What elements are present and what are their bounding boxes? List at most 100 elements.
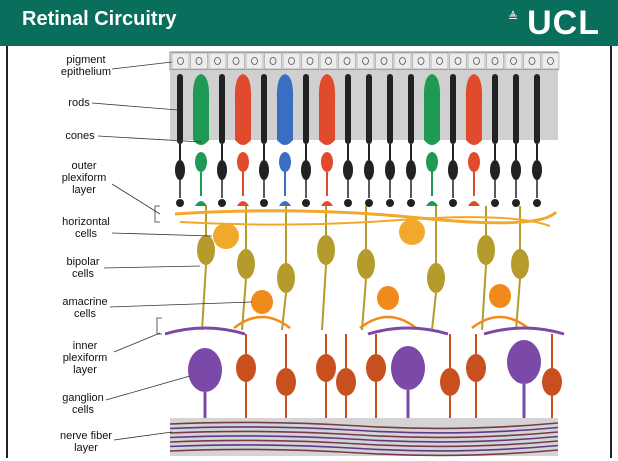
bipolar-axon <box>322 265 326 330</box>
bipolar-axon <box>362 279 366 330</box>
label-ganglion-cells: ganglion cells <box>56 392 110 416</box>
amacrine-soma <box>489 284 511 308</box>
label-amacrine-cells: amacrine cells <box>56 296 114 320</box>
pigment-cell <box>320 53 337 69</box>
rod-nucleus <box>490 160 500 180</box>
rod-terminal <box>512 199 520 207</box>
rod-outer-segment <box>513 74 519 144</box>
rod-nucleus <box>343 160 353 180</box>
pigment-cell <box>172 53 189 69</box>
label-outer-plexiform: outer plexiform layer <box>56 160 112 196</box>
ganglion-dendrites <box>165 328 245 334</box>
cone-nucleus <box>237 152 249 172</box>
rod-nucleus <box>532 160 542 180</box>
rod-outer-segment <box>303 74 309 144</box>
photoreceptor-band <box>170 70 558 140</box>
ganglion-dendrites <box>484 328 564 334</box>
cone-body <box>424 74 440 145</box>
bipolar-soma <box>277 263 295 293</box>
rod-nucleus <box>385 160 395 180</box>
pigment-cell <box>431 53 448 69</box>
rod-nucleus <box>175 160 185 180</box>
cone-pedicle <box>195 201 207 206</box>
label-bipolar-cells: bipolar cells <box>60 256 106 280</box>
rod-terminal <box>491 199 499 207</box>
ganglion-soma <box>507 340 541 384</box>
label-rods: rods <box>62 97 96 109</box>
horizontal-soma <box>213 223 239 249</box>
cone-pedicle <box>279 201 291 206</box>
bipolar-soma <box>427 263 445 293</box>
pigment-cell <box>505 53 522 69</box>
cone-pedicle <box>237 201 249 206</box>
rod-outer-segment <box>261 74 267 144</box>
label-pigment-epithelium: pigment epithelium <box>54 54 118 78</box>
ganglion-soma-small <box>366 354 386 382</box>
cone-pedicle <box>321 201 333 206</box>
bipolar-soma <box>237 249 255 279</box>
rod-nucleus <box>301 160 311 180</box>
rod-outer-segment <box>387 74 393 144</box>
amacrine-soma <box>377 286 399 310</box>
rod-terminal <box>533 199 541 207</box>
pigment-cell <box>357 53 374 69</box>
pigment-cell <box>450 53 467 69</box>
cone-nucleus <box>321 152 333 172</box>
rod-terminal <box>344 199 352 207</box>
cone-nucleus <box>279 152 291 172</box>
label-cones: cones <box>60 130 100 142</box>
rod-outer-segment <box>345 74 351 144</box>
pigment-cell <box>413 53 430 69</box>
cone-body <box>319 74 335 145</box>
cone-pedicle <box>426 201 438 206</box>
rod-terminal <box>449 199 457 207</box>
cone-body <box>466 74 482 145</box>
rod-outer-segment <box>492 74 498 144</box>
cone-nucleus <box>195 152 207 172</box>
cone-body <box>277 74 293 145</box>
bipolar-soma <box>197 235 215 265</box>
pigment-cell <box>339 53 356 69</box>
pigment-cell <box>394 53 411 69</box>
ganglion-soma-small <box>276 368 296 396</box>
cone-body <box>193 74 209 145</box>
ganglion-soma <box>391 346 425 390</box>
pigment-cell <box>191 53 208 69</box>
pigment-cell <box>376 53 393 69</box>
pigment-cell <box>265 53 282 69</box>
rod-terminal <box>302 199 310 207</box>
rod-nucleus <box>217 160 227 180</box>
amacrine-process <box>360 317 416 328</box>
ganglion-soma-small <box>466 354 486 382</box>
rod-terminal <box>176 199 184 207</box>
amacrine-process <box>472 317 528 328</box>
horizontal-soma <box>399 219 425 245</box>
pigment-cell <box>283 53 300 69</box>
rod-terminal <box>218 199 226 207</box>
cone-body <box>235 74 251 145</box>
bipolar-soma <box>357 249 375 279</box>
ganglion-soma-small <box>316 354 336 382</box>
rod-nucleus <box>259 160 269 180</box>
ganglion-soma-small <box>440 368 460 396</box>
pigment-cell <box>209 53 226 69</box>
bipolar-soma <box>477 235 495 265</box>
cone-nucleus <box>468 152 480 172</box>
ganglion-cells <box>165 328 564 420</box>
bipolar-soma <box>317 235 335 265</box>
ganglion-soma-small <box>336 368 356 396</box>
label-horizontal-cells: horizontal cells <box>54 216 118 240</box>
pigment-cell <box>524 53 541 69</box>
pigment-cell <box>228 53 245 69</box>
pigment-cell <box>487 53 504 69</box>
pigment-cell <box>302 53 319 69</box>
rod-nucleus <box>511 160 521 180</box>
rod-outer-segment <box>408 74 414 144</box>
rod-terminal <box>407 199 415 207</box>
rod-outer-segment <box>366 74 372 144</box>
rod-nucleus <box>448 160 458 180</box>
pigment-cell <box>246 53 263 69</box>
amacrine-soma <box>251 290 273 314</box>
rod-outer-segment <box>450 74 456 144</box>
